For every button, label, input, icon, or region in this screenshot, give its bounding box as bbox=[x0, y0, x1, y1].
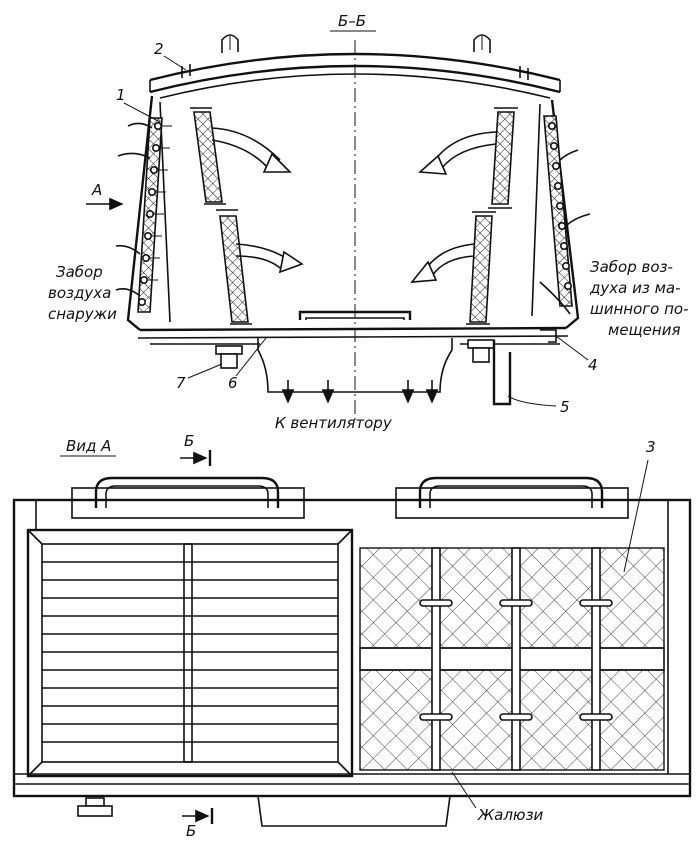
svg-text:Забор воз-: Забор воз- bbox=[590, 258, 673, 276]
filter-clips bbox=[419, 599, 613, 721]
callout-3: 3 bbox=[623, 438, 656, 573]
svg-text:снаружи: снаружи bbox=[48, 305, 117, 323]
callout-4: 4 bbox=[555, 335, 598, 374]
fan-duct bbox=[257, 338, 453, 393]
bracket bbox=[492, 340, 512, 406]
bolt-right bbox=[467, 339, 495, 363]
svg-text:5: 5 bbox=[560, 398, 570, 416]
arrow-A-label: А bbox=[91, 181, 102, 199]
view-title: Вид А bbox=[66, 437, 111, 455]
callout-1: 1 bbox=[116, 86, 161, 123]
callout-2: 2 bbox=[154, 40, 187, 71]
louver-center-bar bbox=[183, 543, 193, 763]
svg-text:воздуха: воздуха bbox=[48, 284, 111, 302]
outer-louver-right bbox=[531, 99, 580, 329]
outside-air-streams bbox=[115, 122, 591, 315]
outer-frame bbox=[12, 498, 692, 798]
filter-cassette-left-lower bbox=[216, 209, 252, 325]
outer-louver-left bbox=[126, 95, 172, 331]
intake-outside-label: Забор воздуха снаружи bbox=[48, 263, 117, 323]
louver-blades-right bbox=[547, 122, 572, 290]
svg-text:Б: Б bbox=[184, 432, 194, 450]
bottom-bolt bbox=[77, 797, 113, 817]
callout-7: 7 bbox=[176, 363, 223, 392]
louver-slats bbox=[42, 561, 338, 743]
to-fan-arrows bbox=[281, 380, 439, 404]
view-arrow-A: А bbox=[86, 181, 124, 211]
lifting-lug-left bbox=[221, 34, 239, 53]
callout-6: 6 bbox=[228, 337, 267, 392]
section-title: Б–Б bbox=[338, 12, 366, 30]
svg-text:Б: Б bbox=[186, 822, 196, 840]
lifting-lug-right bbox=[473, 34, 491, 53]
section-mark-bottom: Б bbox=[182, 808, 214, 840]
louver-panel bbox=[26, 528, 354, 778]
svg-text:3: 3 bbox=[646, 438, 656, 456]
svg-text:1: 1 bbox=[116, 86, 126, 104]
filter-cassette-left-upper bbox=[190, 107, 226, 205]
section-mark-top: Б bbox=[180, 432, 212, 466]
svg-text:мещения: мещения bbox=[608, 321, 680, 339]
filter-cassette-right-upper bbox=[488, 107, 518, 209]
callout-5: 5 bbox=[507, 395, 570, 416]
svg-text:духа из ма-: духа из ма- bbox=[589, 279, 681, 297]
handle-left[interactable] bbox=[71, 476, 305, 519]
svg-text:2: 2 bbox=[154, 40, 164, 58]
to-fan-label: К вентилятору bbox=[275, 414, 393, 432]
handle-right[interactable] bbox=[395, 476, 629, 519]
louvers-callout: Жалюзи bbox=[451, 771, 544, 824]
bolt-left bbox=[215, 345, 243, 369]
filter-vertical-bars bbox=[431, 547, 601, 771]
roof-lid bbox=[149, 52, 561, 99]
svg-text:Забор: Забор bbox=[56, 263, 103, 281]
louvers-label: Жалюзи bbox=[477, 806, 544, 824]
svg-text:6: 6 bbox=[228, 374, 238, 392]
base-plate bbox=[137, 310, 569, 345]
view-a: Вид А Б bbox=[12, 432, 692, 840]
airflow-arrows bbox=[211, 127, 497, 283]
svg-text:4: 4 bbox=[588, 356, 598, 374]
filter-cassette-right-lower bbox=[466, 211, 496, 325]
filter-grid bbox=[359, 547, 665, 771]
intake-room-label: Забор воз- духа из ма- шинного по- мещен… bbox=[589, 258, 689, 339]
svg-text:шинного по-: шинного по- bbox=[590, 300, 689, 318]
louver-blades-left bbox=[138, 122, 172, 306]
bottom-duct-stub bbox=[257, 795, 451, 827]
section-view: Б–Б bbox=[48, 12, 689, 432]
svg-text:7: 7 bbox=[176, 374, 186, 392]
